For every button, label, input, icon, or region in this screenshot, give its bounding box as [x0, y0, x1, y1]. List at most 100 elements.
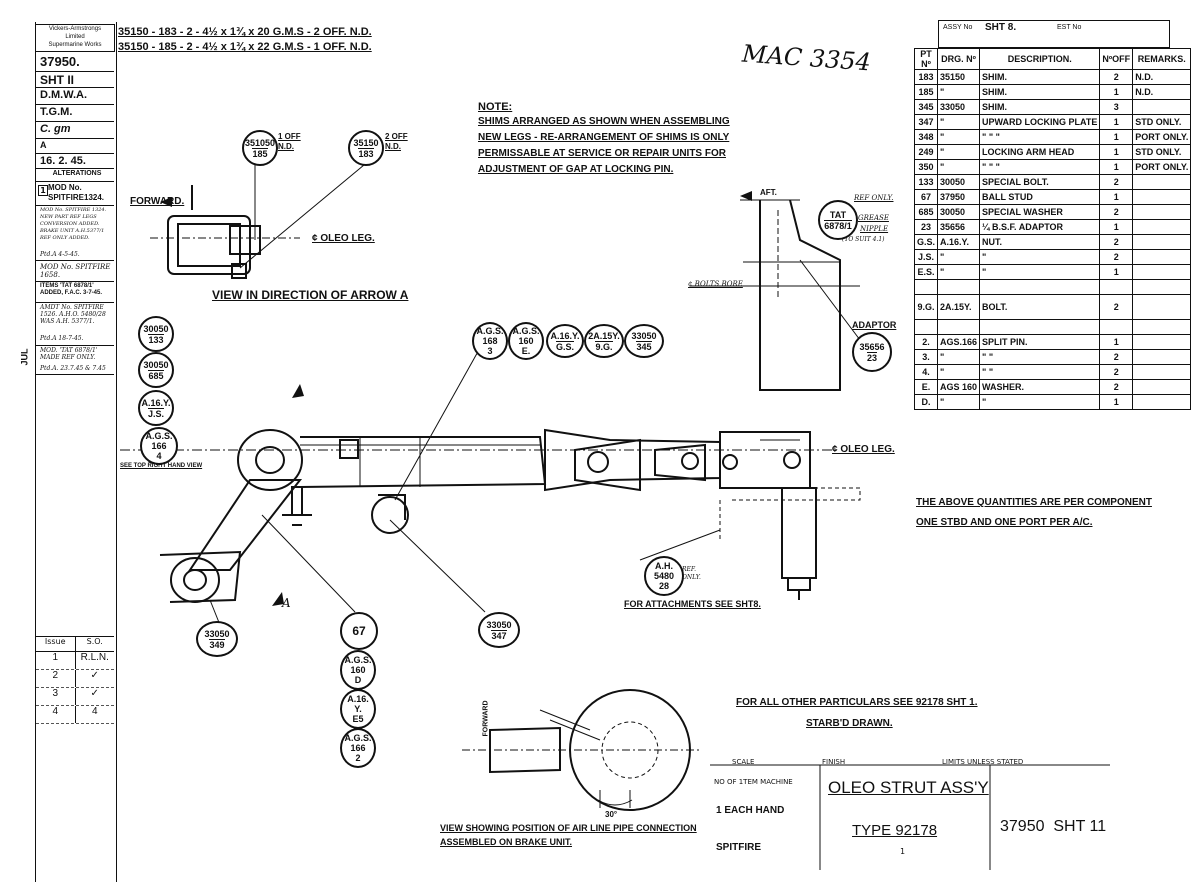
bubble-line: A.16.Y.	[550, 330, 580, 341]
for-attachments-label: FOR ATTACHMENTS SEE SHT8.	[624, 599, 761, 609]
alteration-3-text: MOD No. SPITFIRE 1658.	[40, 263, 111, 279]
parts-cell: N.D.	[1132, 84, 1192, 100]
bubble-line: A.G.S.	[344, 655, 372, 665]
bubble-line: 3	[487, 346, 493, 356]
top-detail-view	[150, 150, 371, 279]
parts-cell: "	[937, 364, 981, 380]
parts-cell: 348	[913, 129, 939, 145]
issue-row: 3✓	[36, 688, 114, 706]
bubble-line: 2A.15Y.	[588, 330, 620, 341]
bubble-line: 6878/1	[824, 219, 852, 231]
parts-cell: " "	[979, 349, 1101, 365]
parts-cell: 1	[1099, 129, 1134, 145]
parts-cell: 2	[1099, 234, 1134, 250]
limits-label: LIMITS UNLESS STATED	[942, 758, 1024, 766]
parts-cell	[937, 319, 981, 335]
parts-cell	[1132, 219, 1192, 235]
quantities-note-2: ONE STBD AND ONE PORT PER A/C.	[916, 517, 1093, 528]
note-line-4: ADJUSTMENT OF GAP AT LOCKING PIN.	[478, 164, 674, 175]
issue-row: 2✓	[36, 670, 114, 688]
bubble-line: A.G.S.	[145, 431, 173, 441]
alterations-label: ALTERATIONS	[36, 170, 114, 182]
parts-cell	[1132, 99, 1192, 115]
bubble-line: A.G.S.	[344, 733, 372, 743]
bubble-line: E5	[352, 714, 364, 724]
parts-cell: 249	[913, 144, 939, 160]
parts-cell: SPECIAL BOLT.	[979, 174, 1101, 190]
alteration-6-date: Ptd.A. 23.7.45 & 7.45	[40, 365, 106, 372]
parts-cell: " " "	[979, 129, 1101, 145]
drawing-number: 37950.	[36, 52, 114, 72]
parts-cell: WASHER.	[979, 379, 1101, 395]
parts-cell: BOLT.	[979, 294, 1101, 320]
parts-row: 9.G.2A.15Y.BOLT.2	[913, 294, 1192, 320]
parts-cell: 347	[913, 114, 939, 130]
parts-cell: 37950	[937, 189, 981, 205]
parts-cell: "	[937, 114, 981, 130]
bubble-a16y-js: A.16.Y.J.S.	[138, 390, 174, 426]
parts-cell: 33050	[937, 99, 981, 115]
scale-label: SCALE	[732, 758, 755, 766]
bubble-line: 9.G.	[595, 340, 613, 352]
alteration-5-date: Ptd.A 18-7-45.	[40, 335, 84, 342]
issue-header: Issue	[36, 637, 76, 651]
bubble-line: J.S.	[147, 407, 164, 419]
bubble-line: E.	[521, 346, 531, 356]
parts-cell	[1132, 394, 1192, 410]
bubble-line: 160	[518, 336, 534, 346]
issue-number: 2	[36, 670, 76, 687]
parts-row: D.""1	[913, 394, 1192, 410]
parts-cell: E.	[913, 379, 939, 395]
bubble-line: 166	[350, 743, 366, 753]
bubble-line: 349	[209, 638, 225, 650]
parts-header-cell: PT Nº	[913, 48, 939, 70]
parts-cell: N.D.	[1132, 69, 1192, 85]
parts-row	[913, 319, 1192, 335]
bubble-line: 685	[148, 369, 164, 381]
so-header: S.O.	[86, 637, 103, 646]
bubble-line: 160	[350, 665, 366, 675]
drawing-type: TYPE 92178	[852, 822, 938, 839]
bubble-line: 33050	[631, 330, 657, 341]
bubble-line: 28	[658, 581, 669, 591]
bubble-line: Y.	[354, 704, 362, 714]
parts-cell: 1	[1099, 84, 1134, 100]
parts-cell: 2	[1099, 174, 1134, 190]
parts-cell: 1	[1099, 334, 1134, 350]
parts-cell: SPECIAL WASHER	[979, 204, 1101, 220]
parts-cell: 9.G.	[913, 294, 939, 320]
parts-cell: 1	[1099, 219, 1134, 235]
angle-label: 30°	[605, 810, 618, 819]
arrow-a-label: A	[282, 596, 291, 610]
drawing-mark: 1	[900, 847, 906, 856]
parts-cell: "	[937, 84, 981, 100]
alteration-5-text: AMDT No. SPITFIRE 1526. A.H.O. 5480/28 W…	[40, 304, 106, 325]
approved-by: A	[36, 140, 114, 154]
parts-cell	[1132, 234, 1192, 250]
bubble-a16y-gs: A.16.Y.G.S.	[546, 324, 584, 358]
parts-cell: 1	[1099, 394, 1134, 410]
see-top-right-label: SEE TOP RIGHT HAND VIEW	[120, 463, 203, 469]
parts-cell	[1132, 294, 1192, 320]
parts-cell: 1	[1099, 144, 1134, 160]
ref-only-2-label: REF. ONLY.	[682, 566, 701, 581]
to-suit-label: (TO SUIT 4.1)	[842, 236, 885, 243]
parts-cell: 2A.15Y.	[937, 294, 981, 320]
quantities-note-1: THE ABOVE QUANTITIES ARE PER COMPONENT	[916, 497, 1152, 508]
parts-cell: "	[979, 264, 1101, 280]
parts-cell: SHIM.	[979, 84, 1101, 100]
parts-cell: "	[937, 249, 981, 265]
bubble-line: A.H.	[655, 561, 673, 571]
parts-cell: AGS 160	[937, 379, 981, 395]
